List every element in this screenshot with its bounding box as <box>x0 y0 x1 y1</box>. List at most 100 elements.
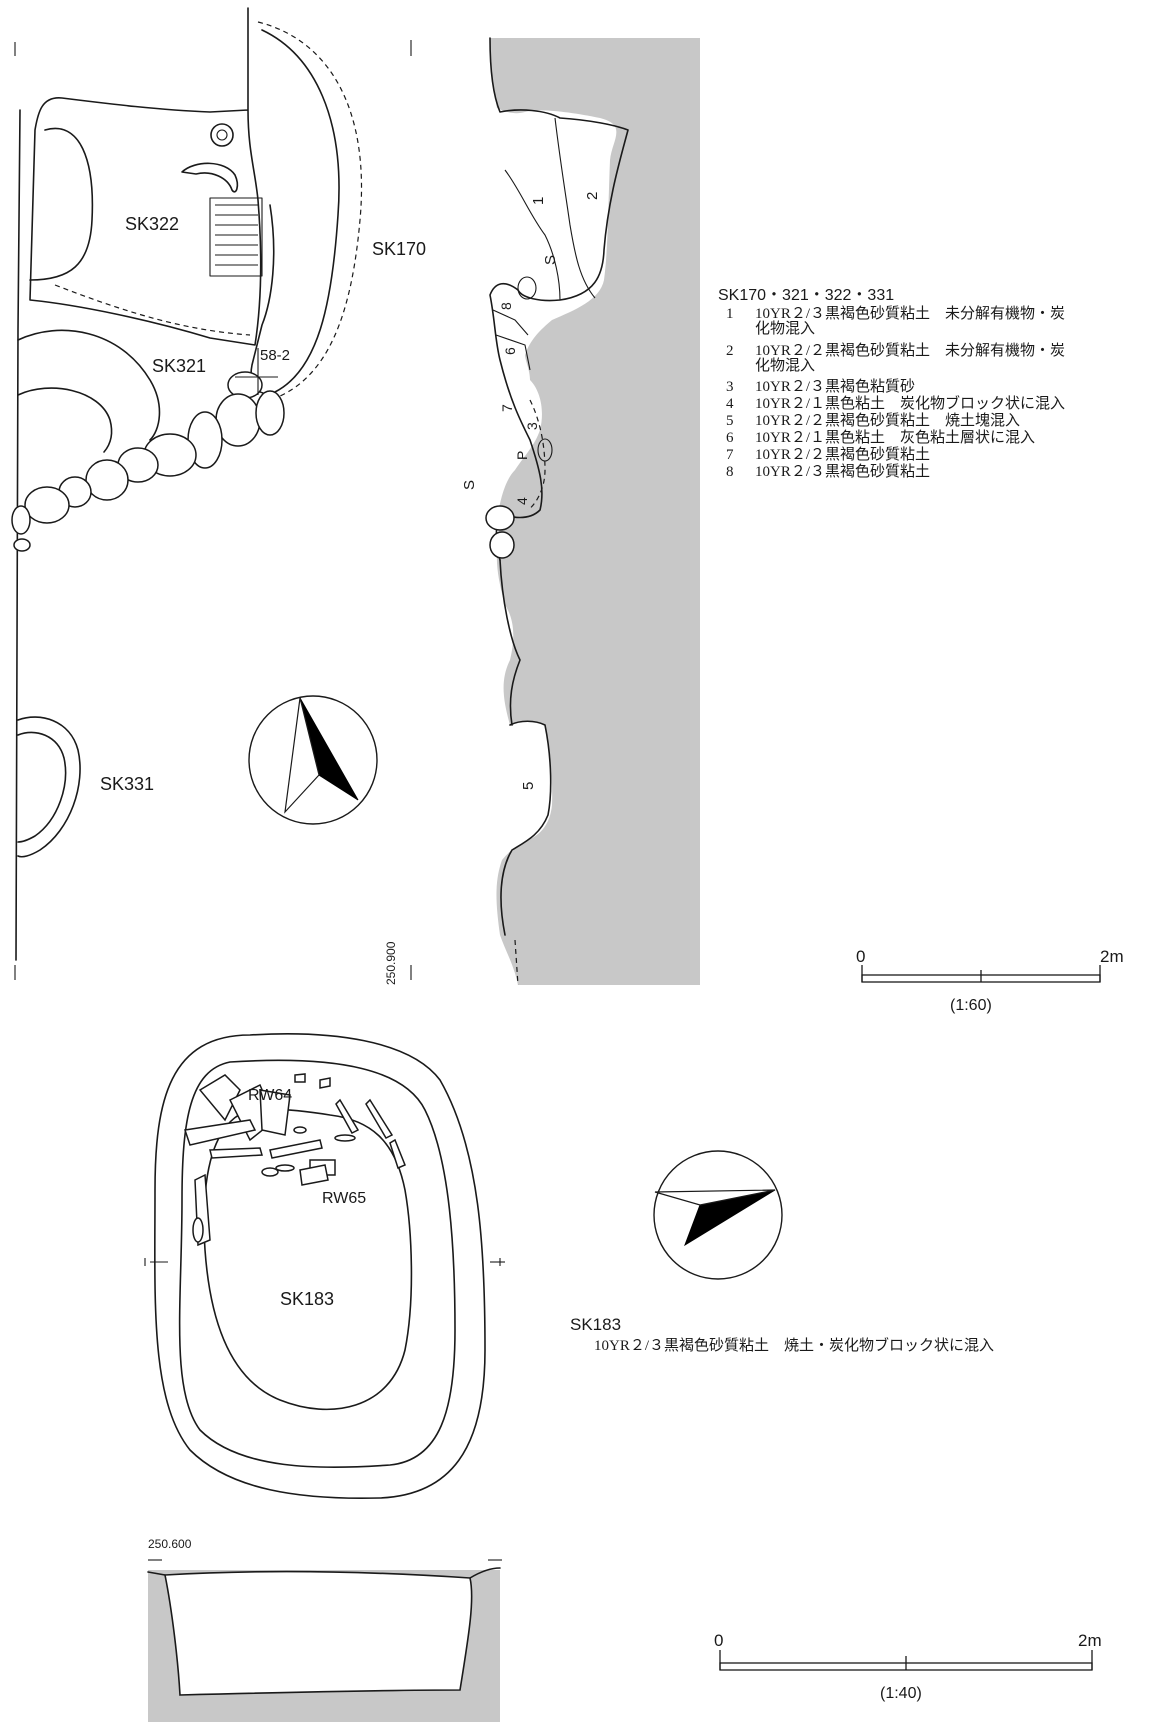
stone <box>255 390 285 436</box>
section-bottom-dashed <box>514 939 519 986</box>
elevation-lower: 250.600 <box>148 1537 192 1551</box>
point-58-2-label: 58-2 <box>260 347 290 364</box>
legend-lower: SK183 10YR２/３黒褐色砂質粘土 焼土・炭化物ブロック状に混入 <box>570 1315 994 1354</box>
lower-section-surface-left <box>147 1571 166 1576</box>
section-layer-5: 5 <box>520 782 537 790</box>
legend-upper-row: 1 10YR２/３黒褐色砂質粘土 未分解有機物・炭 化物混入 <box>726 304 1065 337</box>
legend-layer-text: 10YR２/３黒褐色粘質砂 <box>755 377 915 395</box>
rw65-label: RW65 <box>322 1190 366 1207</box>
lower-section-surface-right <box>469 1567 501 1579</box>
legend-upper-row: 8 10YR２/３黒褐色砂質粘土 <box>726 462 930 480</box>
rw64-label: RW64 <box>248 1087 292 1104</box>
sk170-outline <box>250 29 340 395</box>
legend-layer-text: 10YR２/３黒褐色砂質粘土 未分解有機物・炭 <box>755 304 1065 322</box>
section-lower-profile <box>499 559 521 726</box>
stone <box>85 459 129 501</box>
sk331-inner-outline <box>17 731 67 843</box>
legend-layer-number: 5 <box>726 413 734 429</box>
posthole-inner <box>216 129 228 141</box>
scale-upper-ratio: (1:60) <box>950 997 992 1014</box>
legend-layer-number: 8 <box>726 464 734 480</box>
legend-layer-text: 10YR２/１黒色粘土 灰色粘土層状に混入 <box>755 429 1035 446</box>
posthole-outer <box>210 123 234 147</box>
legend-layer-text: 10YR２/２黒褐色砂質粘土 未分解有機物・炭 <box>755 341 1065 359</box>
legend-layer-text: 10YR２/２黒褐色砂質粘土 焼土塊混入 <box>755 411 1020 429</box>
section-layer-4: 4 <box>514 497 530 505</box>
legend-lower-text: 10YR２/３黒褐色砂質粘土 焼土・炭化物ブロック状に混入 <box>594 1336 994 1354</box>
section-fill <box>490 38 700 985</box>
stone <box>11 505 31 535</box>
sk183-outer-outline <box>154 1033 486 1500</box>
section-layer-8: 8 <box>498 302 514 310</box>
sk170-label: SK170 <box>372 239 426 259</box>
section-layer-6: 6 <box>502 347 518 355</box>
legend-upper-row: 7 10YR２/２黒褐色砂質粘土 <box>726 445 930 463</box>
sk331-label: SK331 <box>100 774 154 794</box>
legend-upper-row: 2 10YR２/２黒褐色砂質粘土 未分解有機物・炭 化物混入 <box>726 341 1065 374</box>
upper-plan: 58-2 SK322 SK170 SK321 SK331 250.900 <box>11 7 426 985</box>
legend-upper: SK170・321・322・331 1 10YR２/３黒褐色砂質粘土 未分解有機… <box>718 287 1065 480</box>
legend-layer-number: 7 <box>726 447 734 463</box>
legend-upper-row: 4 10YR２/１黒色粘土 炭化物ブロック状に混入 <box>726 394 1065 412</box>
scale-bar-upper: 0 2m (1:60) <box>856 947 1124 1014</box>
sk322-outline <box>29 7 262 346</box>
legend-layer-text: 10YR２/２黒褐色砂質粘土 <box>755 445 930 463</box>
section-layer-3: 3 <box>524 422 540 430</box>
legend-layer-text: 10YR２/３黒褐色砂質粘土 <box>755 462 930 480</box>
legend-layer-number: 3 <box>726 379 734 395</box>
sk183-middle-outline <box>178 1059 456 1469</box>
lower-section: 250.600 <box>147 1537 502 1722</box>
legend-layer-number: 2 <box>726 343 734 359</box>
section-stone <box>489 531 515 559</box>
upper-section: 1 2 S 8 6 7 P 3 4 5 S <box>461 37 700 986</box>
north-arrow-lower <box>653 1150 783 1280</box>
sk322-inner-outline <box>29 127 94 281</box>
legend-lower-title: SK183 <box>570 1315 621 1334</box>
stone <box>13 538 31 552</box>
legend-layer-text-cont: 化物混入 <box>755 320 815 337</box>
scale-bar-lower: 0 2m (1:40) <box>714 1631 1102 1702</box>
lower-plan: RW64 RW65 SK183 <box>144 1033 783 1500</box>
section-stone <box>485 505 515 531</box>
section-pebble-2 <box>537 438 553 462</box>
left-boundary-line <box>15 109 21 961</box>
section-layer-2-outline <box>489 37 629 302</box>
wooden-block-hatching <box>215 204 258 266</box>
scale-lower-end: 2m <box>1078 1631 1102 1650</box>
section-layer-1-2-boundary <box>554 117 596 299</box>
legend-layer-number: 4 <box>726 396 734 412</box>
legend-upper-row: 6 10YR２/１黒色粘土 灰色粘土層状に混入 <box>726 429 1035 446</box>
stone <box>24 486 70 524</box>
wood-fragments <box>184 1073 406 1247</box>
legend-upper-title: SK170・321・322・331 <box>718 287 894 304</box>
legend-layer-text-cont: 化物混入 <box>755 357 815 374</box>
north-arrow-upper <box>248 695 378 825</box>
section-layer-1-s-boundary <box>504 169 561 301</box>
sk321-dashed-edge <box>54 284 251 336</box>
section-layer-7: 7 <box>499 404 515 412</box>
legend-layer-number: 6 <box>726 430 734 446</box>
section-side-mark-s: S <box>461 480 478 490</box>
section-layer-p: P <box>514 451 530 460</box>
legend-upper-row: 3 10YR２/３黒褐色粘質砂 <box>726 377 915 395</box>
section-layer-2: 2 <box>584 192 601 200</box>
scale-upper-start: 0 <box>856 947 865 966</box>
scale-lower-start: 0 <box>714 1631 723 1650</box>
legend-upper-row: 5 10YR２/２黒褐色砂質粘土 焼土塊混入 <box>726 411 1020 429</box>
legend-layer-text: 10YR２/１黒色粘土 炭化物ブロック状に混入 <box>755 394 1065 412</box>
sk321-label: SK321 <box>152 356 206 376</box>
sk322-label: SK322 <box>125 214 179 234</box>
lower-section-pit <box>164 1570 473 1696</box>
scale-lower-ratio: (1:40) <box>880 1685 922 1702</box>
scale-upper-end: 2m <box>1100 947 1124 966</box>
section-pebble <box>517 276 537 300</box>
legend-layer-number: 1 <box>726 306 734 322</box>
wooden-block <box>209 197 263 277</box>
sk183-label: SK183 <box>280 1289 334 1309</box>
sk321-outline <box>17 329 161 441</box>
section-layer-1: 1 <box>530 197 547 205</box>
sk170-dashed-edge <box>257 21 363 401</box>
section-layer-3-dashed <box>527 399 546 511</box>
sk331-outline <box>17 716 81 858</box>
